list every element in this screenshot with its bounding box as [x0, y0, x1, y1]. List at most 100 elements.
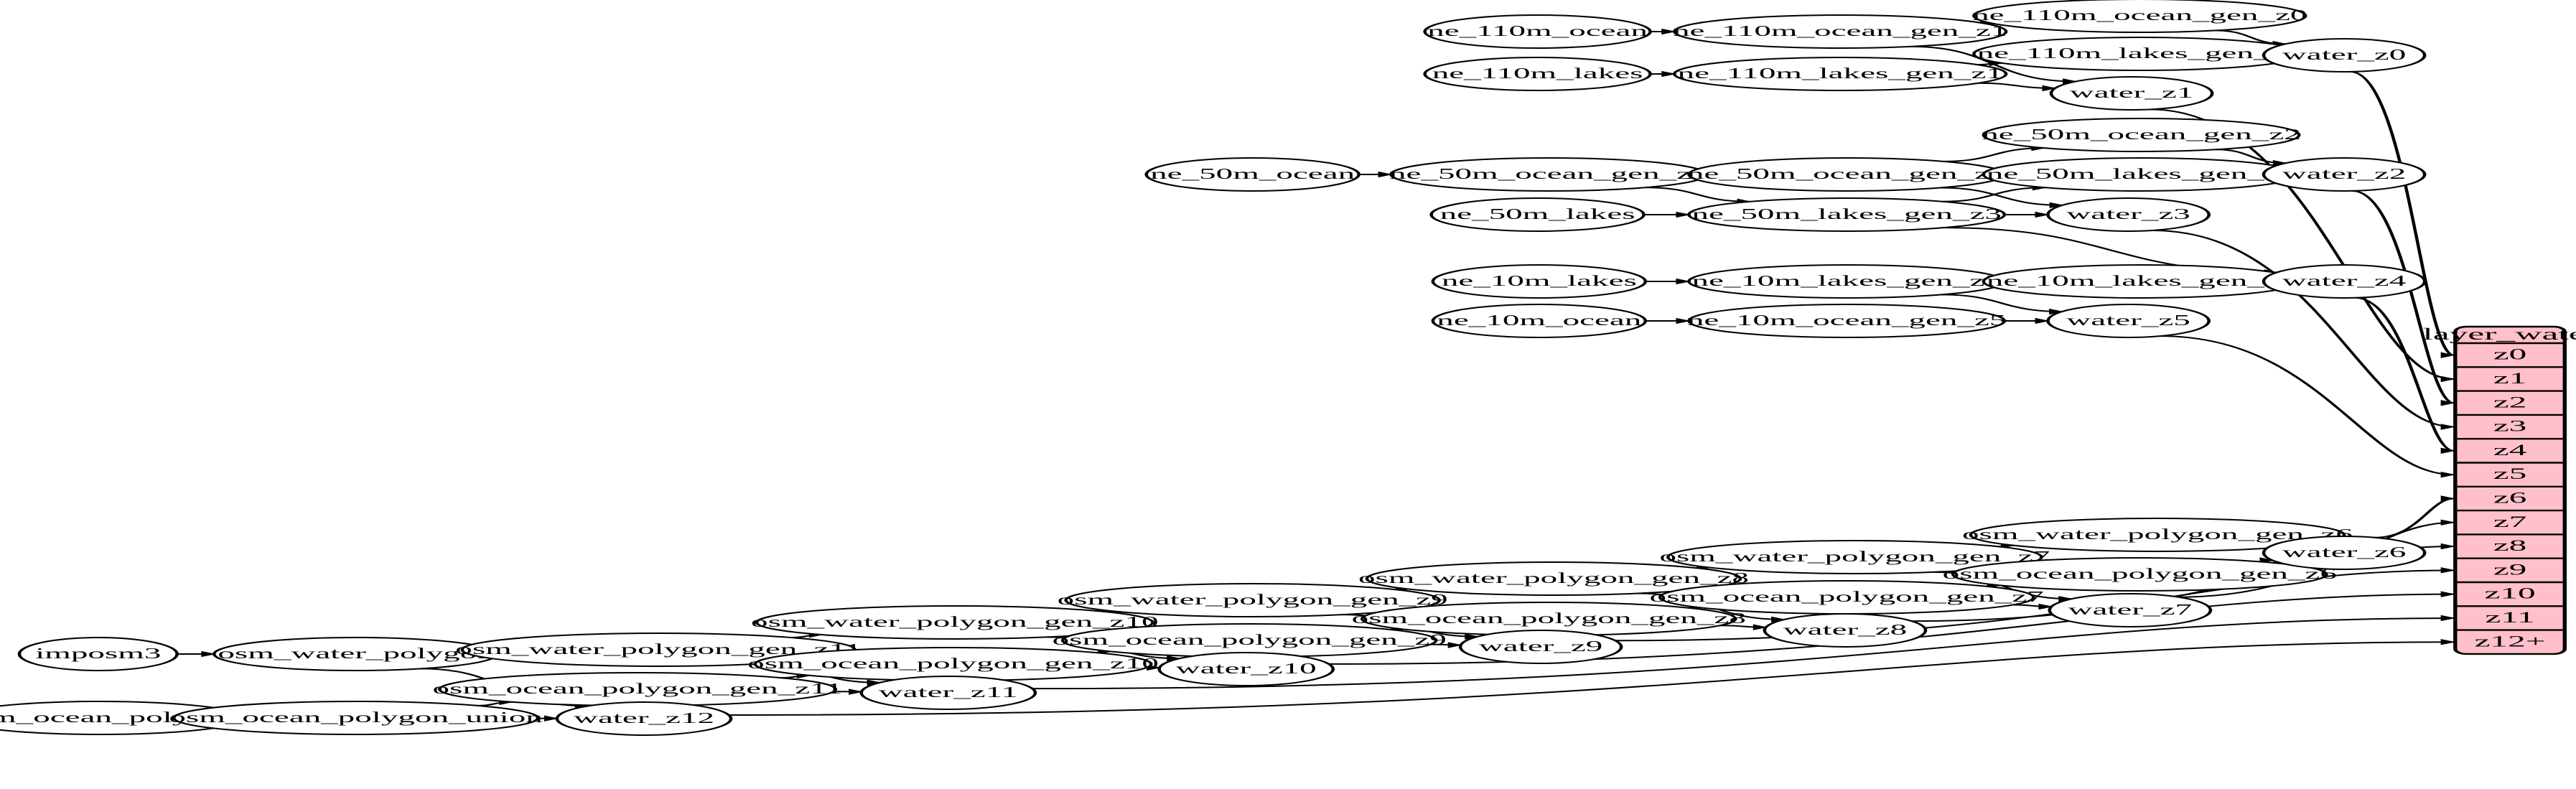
graph-node-osm_water_polygon[interactable]: osm_water_polygon	[213, 637, 500, 671]
edge-arrowhead	[2440, 591, 2456, 597]
graph-node-water_z6[interactable]: water_z6	[2262, 536, 2427, 570]
node-label: ne_10m_ocean	[1437, 312, 1641, 328]
graph-node-osm_water_polygon_gen_z9[interactable]: osm_water_polygon_gen_z9	[1058, 583, 1448, 617]
graph-node-water_z4[interactable]: water_z4	[2262, 264, 2427, 299]
node-ellipse	[1064, 583, 1442, 617]
graph-node-ne_10m_ocean[interactable]: ne_10m_ocean	[1431, 304, 1648, 338]
graph-node-osm_ocean_polygon_gen_z9[interactable]: osm_ocean_polygon_gen_z9	[1053, 623, 1447, 658]
edge-arrowhead	[1447, 642, 1463, 648]
node-label: osm_ocean_polygon_gen_z9	[1053, 631, 1447, 648]
edge-arrowhead	[2440, 447, 2456, 454]
node-ellipse	[1429, 197, 1646, 232]
graph-node-ne_110m_ocean_gen_z0[interactable]: ne_110m_ocean_gen_z0	[1972, 0, 2307, 33]
node-ellipse	[1672, 57, 2008, 91]
graph-edge-to-layer	[729, 641, 2454, 716]
table-row-z9[interactable]: z9	[2493, 561, 2527, 578]
graph-node-water_z12[interactable]: water_z12	[555, 701, 733, 736]
graph-node-water_z3[interactable]: water_z3	[2046, 197, 2211, 232]
graph-node-water_z0[interactable]: water_z0	[2262, 38, 2427, 73]
table-row-z3[interactable]: z3	[2493, 418, 2527, 435]
node-ellipse	[2046, 197, 2211, 232]
graph-node-ne_110m_lakes_gen_z0[interactable]: ne_110m_lakes_gen_z0	[1972, 37, 2307, 71]
node-ellipse	[1458, 630, 1623, 664]
graph-node-water_z5[interactable]: water_z5	[2046, 304, 2211, 338]
graph-node-ne_10m_ocean_gen_z5[interactable]: ne_10m_ocean_gen_z5	[1687, 304, 2007, 338]
graph-node-water_z10[interactable]: water_z10	[1157, 652, 1335, 686]
table-row-z2[interactable]: z2	[2493, 393, 2527, 411]
graph-edge	[1645, 187, 1750, 202]
graph-node-osm_water_polygon_gen_z8[interactable]: osm_water_polygon_gen_z8	[1358, 561, 1749, 596]
table-row-z6[interactable]: z6	[2493, 489, 2527, 506]
graph-node-water_z1[interactable]: water_z1	[2049, 76, 2214, 111]
edge-arrowhead	[1378, 171, 1394, 178]
graph-node-ne_50m_lakes[interactable]: ne_50m_lakes	[1429, 197, 1646, 232]
node-ellipse	[1423, 57, 1652, 91]
graph-edge-to-layer	[2152, 229, 2454, 428]
graph-node-ne_50m_ocean_gen_z3[interactable]: ne_50m_ocean_gen_z3	[1687, 157, 2007, 192]
table-row-z5[interactable]: z5	[2493, 465, 2527, 482]
graph-node-ne_110m_lakes[interactable]: ne_110m_lakes	[1423, 57, 1652, 91]
table-row-z4[interactable]: z4	[2493, 442, 2527, 459]
graph-node-osm_water_polygon_gen_z10[interactable]: osm_water_polygon_gen_z10	[751, 605, 1159, 640]
layer-water-table-body	[2453, 325, 2567, 655]
table-row-z11[interactable]: z11	[2485, 609, 2534, 626]
graph-node-ne_50m_ocean_gen_z4[interactable]: ne_50m_ocean_gen_z4	[1389, 157, 1709, 192]
graph-node-water_z11[interactable]: water_z11	[859, 676, 1037, 710]
edge-arrowhead	[2440, 400, 2456, 406]
edge-arrowhead	[2038, 603, 2054, 610]
table-row-z12+[interactable]: z12+	[2475, 632, 2546, 650]
graph-node-osm_ocean_polygon_union[interactable]: osm_ocean_polygon_union	[169, 701, 543, 735]
edge-arrowhead	[2440, 375, 2456, 383]
node-label: water_z1	[2070, 84, 2194, 101]
graph-node-ne_110m_lakes_gen_z1[interactable]: ne_110m_lakes_gen_z1	[1672, 57, 2008, 91]
table-row-z8[interactable]: z8	[2493, 537, 2527, 554]
graph-node-osm_ocean_polygon_gen_z8[interactable]: osm_ocean_polygon_gen_z8	[1352, 602, 1746, 636]
node-label: osm_ocean_polygon_gen_z7	[1650, 588, 2044, 604]
graph-node-ne_10m_lakes_gen_z5[interactable]: ne_10m_lakes_gen_z5	[1687, 264, 2007, 299]
node-label: water_z2	[2282, 165, 2407, 182]
graph-node-ne_50m_ocean_gen_z2[interactable]: ne_50m_ocean_gen_z2	[1982, 118, 2301, 152]
edge-arrowhead	[1676, 278, 1691, 285]
node-ellipse	[1365, 561, 1742, 596]
graph-node-osm_water_polygon_gen_z6[interactable]: osm_water_polygon_gen_z6	[1962, 518, 2353, 552]
layer-water-table[interactable]: layer_waterz0z1z2z3z4z5z6z7z8z9z10z11z12…	[2422, 325, 2576, 655]
node-label: ne_10m_lakes	[1442, 272, 1637, 289]
graph-node-ne_10m_lakes_gen_z4[interactable]: ne_10m_lakes_gen_z4	[1982, 264, 2301, 299]
nodes-layer: imposm3osm_water_polygonosm_ocean_polygo…	[0, 0, 2427, 736]
edge-arrowhead	[2035, 211, 2050, 218]
graph-node-ne_50m_lakes_gen_z2[interactable]: ne_50m_lakes_gen_z2	[1982, 157, 2301, 192]
graph-edge-to-layer	[1032, 617, 2454, 690]
graph-node-osm_ocean_polygon_gen_z10[interactable]: osm_ocean_polygon_gen_z10	[747, 647, 1159, 681]
edge-arrowhead	[2440, 639, 2456, 645]
graph-node-osm_ocean_polygon_gen_z7[interactable]: osm_ocean_polygon_gen_z7	[1650, 580, 2044, 615]
graph-node-water_z8[interactable]: water_z8	[1763, 613, 1928, 648]
graph-node-ne_10m_lakes[interactable]: ne_10m_lakes	[1431, 264, 1648, 299]
table-row-z10[interactable]: z10	[2484, 585, 2535, 602]
node-label: ne_50m_lakes_gen_z2	[1987, 165, 2296, 182]
node-ellipse	[1431, 264, 1648, 299]
table-row-z1[interactable]: z1	[2493, 370, 2527, 387]
node-ellipse	[1687, 304, 2007, 338]
graph-node-water_z9[interactable]: water_z9	[1458, 630, 1623, 664]
edge-arrowhead	[1661, 28, 1676, 35]
graph-node-osm_water_polygon_gen_z7[interactable]: osm_water_polygon_gen_z7	[1659, 540, 2050, 574]
graph-node-ne_50m_lakes_gen_z3[interactable]: ne_50m_lakes_gen_z3	[1687, 197, 2007, 232]
graph-node-ne_110m_ocean_gen_z1[interactable]: ne_110m_ocean_gen_z1	[1672, 14, 2008, 49]
graph-node-osm_ocean_polygon_gen_z11[interactable]: osm_ocean_polygon_gen_z11	[433, 672, 843, 706]
table-row-z0[interactable]: z0	[2493, 346, 2527, 363]
graph-node-imposm3[interactable]: imposm3	[17, 637, 179, 671]
node-ellipse	[1423, 14, 1652, 49]
node-ellipse	[2262, 264, 2427, 299]
graph-node-water_z2[interactable]: water_z2	[2262, 157, 2427, 192]
graph-node-ne_50m_ocean[interactable]: ne_50m_ocean	[1144, 157, 1361, 192]
graph-node-water_z7[interactable]: water_z7	[2048, 593, 2213, 627]
node-label: ne_110m_ocean	[1427, 22, 1648, 39]
graph-node-osm_water_polygon_gen_z11[interactable]: osm_water_polygon_gen_z11	[455, 632, 862, 667]
edge-arrowhead	[2440, 519, 2456, 526]
graph-node-osm_ocean_polygon_gen_z6[interactable]: osm_ocean_polygon_gen_z6	[1943, 557, 2337, 592]
graph-node-ne_110m_ocean[interactable]: ne_110m_ocean	[1423, 14, 1652, 49]
node-ellipse	[1969, 518, 2346, 552]
table-row-z7[interactable]: z7	[2493, 513, 2527, 531]
node-label: ne_110m_ocean_gen_z1	[1673, 22, 2007, 39]
